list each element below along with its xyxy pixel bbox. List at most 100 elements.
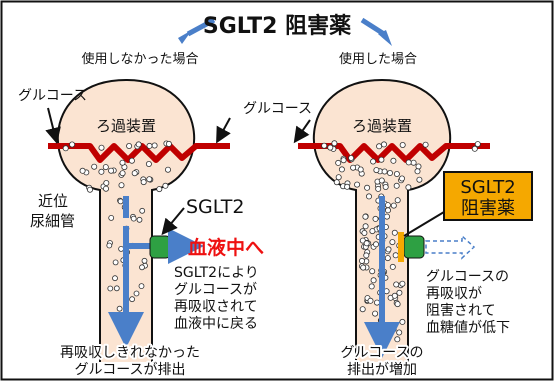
glucose-dot bbox=[368, 283, 375, 290]
drug-label-1: SGLT2 bbox=[460, 177, 515, 198]
glucose-dot bbox=[119, 159, 126, 166]
left-bottom-line-1: 再吸収しきれなかった bbox=[60, 345, 200, 361]
glucose-dot bbox=[369, 268, 376, 275]
glucose-dot bbox=[112, 275, 118, 282]
glucose-dot bbox=[126, 142, 133, 149]
glucose-dot bbox=[381, 168, 388, 175]
glucose-dot bbox=[357, 166, 364, 173]
right-note-line-4: 血糖値が低下 bbox=[426, 320, 510, 336]
right-glucose-pointer-1 bbox=[293, 119, 311, 144]
glucose-dot bbox=[106, 242, 113, 249]
glucose-dot bbox=[399, 318, 406, 325]
glucose-dot bbox=[118, 182, 125, 189]
glucose-dot bbox=[140, 179, 147, 186]
left-sglt2-transporter bbox=[149, 235, 171, 259]
glucose-dot bbox=[156, 186, 163, 193]
left-sglt2-label: SGLT2 bbox=[186, 196, 244, 218]
glucose-dot bbox=[118, 245, 124, 252]
title-arrow-right-shaft bbox=[360, 17, 386, 37]
glucose-dot bbox=[405, 184, 412, 191]
left-note-line-3: 再吸収されて bbox=[174, 299, 258, 315]
left-tubule-label-1: 近位 bbox=[38, 192, 68, 210]
glucose-dot bbox=[321, 142, 328, 149]
glucose-dot bbox=[398, 175, 405, 182]
glucose-dot bbox=[391, 229, 398, 236]
glucose-dot bbox=[396, 329, 403, 336]
glucose-dot bbox=[327, 144, 334, 151]
left-blood-vessel bbox=[48, 143, 230, 163]
glucose-dot bbox=[348, 154, 355, 161]
glucose-dot bbox=[164, 166, 171, 173]
right-bottom-line-1: グルコースの bbox=[340, 345, 423, 361]
glucose-dot bbox=[146, 142, 153, 149]
glucose-dot bbox=[367, 297, 374, 304]
left-glucose-pointer bbox=[45, 107, 61, 144]
left-nephron: ろ過装置 血液中へ bbox=[48, 78, 264, 362]
title-group: SGLT2 阻害薬 bbox=[178, 13, 392, 46]
glucose-dot bbox=[373, 299, 380, 306]
left-filter-label: ろ過装置 bbox=[96, 117, 156, 135]
glucose-dot bbox=[399, 141, 406, 148]
right-glucose-label: グルコース bbox=[243, 101, 312, 117]
glucose-dot bbox=[376, 143, 383, 150]
glucose-dot bbox=[390, 202, 397, 209]
glucose-dot bbox=[354, 181, 361, 188]
left-note: SGLT2により グルコースが 再吸収されて 血液中に戻る bbox=[174, 265, 259, 332]
glucose-dot bbox=[98, 144, 105, 151]
glucose-dot bbox=[396, 289, 403, 296]
right-note-line-1: グルコースの bbox=[426, 269, 509, 285]
glucose-dot bbox=[371, 329, 378, 336]
glucose-dot bbox=[382, 183, 389, 190]
title-arrow-left-shaft bbox=[186, 17, 216, 37]
right-blocked-arrow bbox=[425, 234, 476, 260]
right-filter-label: ろ過装置 bbox=[352, 117, 412, 135]
right-blood-vessel bbox=[298, 143, 490, 163]
glucose-dot bbox=[391, 292, 398, 299]
glucose-dot bbox=[108, 167, 115, 174]
glucose-dot bbox=[385, 246, 392, 253]
left-glucose-label: グルコース bbox=[18, 88, 87, 104]
right-note-line-3: 阻害されて bbox=[426, 303, 496, 319]
drug-pointer bbox=[403, 211, 445, 237]
glucose-dot bbox=[384, 202, 391, 209]
left-note-line-4: 血液中に戻る bbox=[174, 316, 258, 332]
glucose-dot bbox=[383, 213, 390, 220]
glucose-dot bbox=[135, 141, 142, 148]
left-caption: 使用しなかった場合 bbox=[81, 51, 198, 67]
glucose-dot bbox=[362, 213, 369, 220]
glucose-dot bbox=[410, 159, 417, 166]
drug-box: SGLT2 阻害薬 bbox=[403, 171, 533, 237]
glucose-dot bbox=[91, 163, 98, 170]
right-note: グルコースの 再吸収が 阻害されて 血糖値が低下 bbox=[426, 269, 510, 336]
glucose-dot bbox=[378, 156, 385, 163]
glucose-dot bbox=[133, 290, 140, 297]
drug-box-bg bbox=[443, 171, 533, 221]
glucose-dot bbox=[372, 241, 379, 248]
glucose-dot bbox=[119, 170, 126, 177]
glucose-dot bbox=[390, 326, 397, 333]
drug-label-2: 阻害薬 bbox=[461, 198, 515, 219]
glucose-dot bbox=[363, 240, 370, 247]
glucose-dot bbox=[108, 214, 115, 221]
glucose-dot bbox=[361, 229, 368, 236]
glucose-dot bbox=[471, 145, 478, 152]
glucose-dot bbox=[103, 179, 110, 186]
glucose-dot bbox=[128, 157, 135, 164]
left-note-line-1: SGLT2により bbox=[174, 265, 259, 281]
glucose-dot bbox=[129, 296, 136, 303]
glucose-dot bbox=[146, 176, 153, 183]
glucose-dot bbox=[107, 285, 114, 292]
glucose-dot bbox=[370, 158, 377, 165]
glucose-dot bbox=[394, 301, 401, 308]
glucose-dot bbox=[414, 168, 421, 175]
glucose-dot bbox=[130, 215, 137, 222]
glucose-dot bbox=[372, 310, 379, 317]
glucose-dot bbox=[139, 264, 145, 271]
glucose-dot bbox=[365, 193, 372, 200]
glucose-dot bbox=[116, 305, 123, 312]
glucose-dot bbox=[165, 140, 172, 147]
glucose-dot bbox=[145, 160, 152, 167]
glucose-dot bbox=[363, 252, 370, 259]
glucose-dot bbox=[405, 159, 412, 166]
glucose-dot bbox=[141, 257, 148, 264]
